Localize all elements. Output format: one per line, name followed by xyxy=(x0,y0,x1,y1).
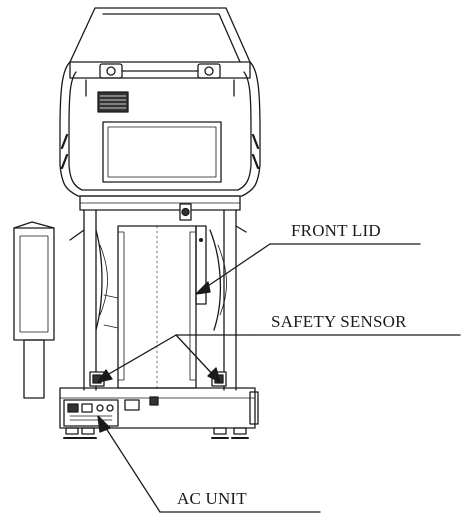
speaker-grille xyxy=(97,91,129,113)
top-hood xyxy=(69,7,251,79)
left-side-frame xyxy=(69,209,108,391)
leader-ac-unit xyxy=(97,415,321,513)
ac-unit xyxy=(63,399,119,427)
left-side-box xyxy=(13,221,55,399)
top-brackets xyxy=(85,63,235,97)
ac-unit-label: AC UNIT xyxy=(177,489,247,508)
side-decor-marks xyxy=(60,133,260,170)
cross-panel xyxy=(79,195,241,221)
safety-sensor-label: SAFETY SENSOR xyxy=(271,312,407,331)
leader-safety-sensor xyxy=(97,334,461,383)
right-side-frame xyxy=(209,209,247,391)
front-lid xyxy=(103,225,207,389)
connector-block xyxy=(124,396,159,411)
leader-front-lid xyxy=(195,243,421,295)
upper-shell xyxy=(59,61,261,197)
monitor-window xyxy=(102,121,222,183)
front-lid-label: FRONT LID xyxy=(291,221,381,240)
casters xyxy=(63,427,249,439)
